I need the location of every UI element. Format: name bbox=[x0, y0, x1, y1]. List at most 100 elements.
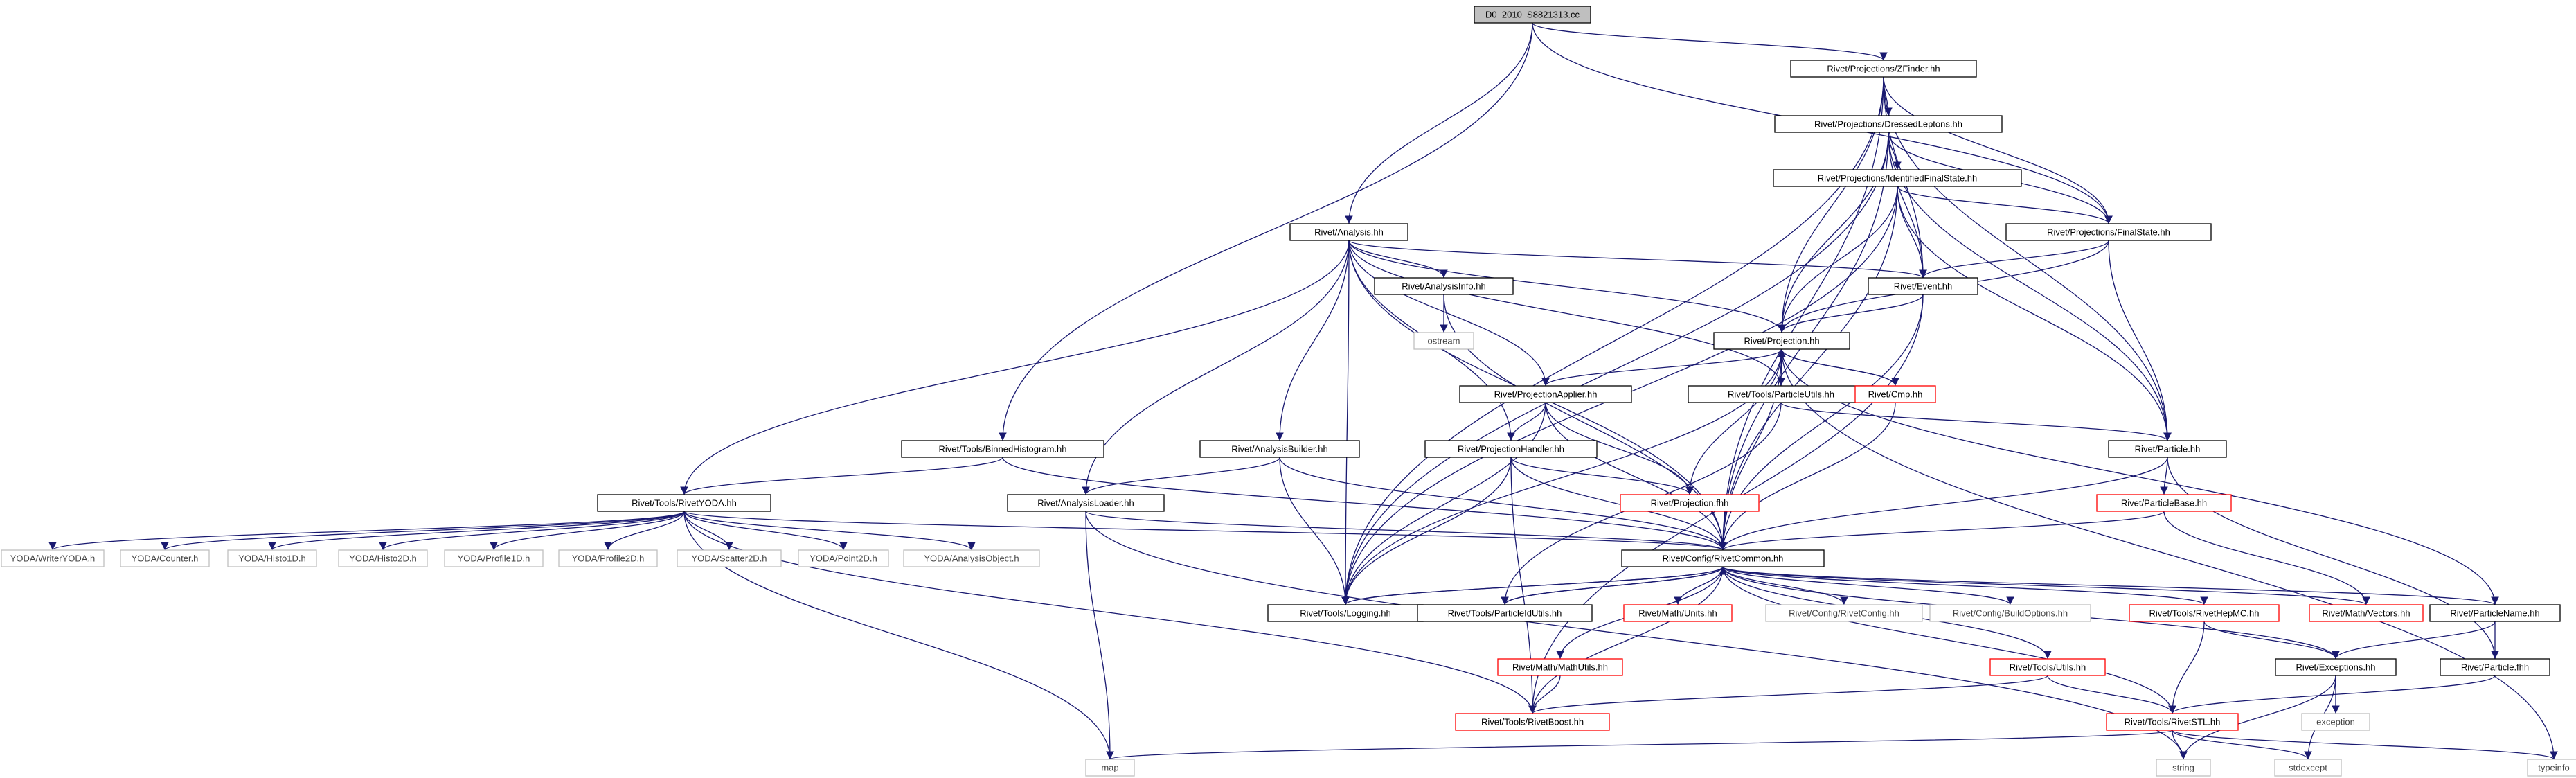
edge-analysis-to-projection bbox=[1348, 240, 1786, 333]
edge-root-to-analysis bbox=[1345, 22, 1533, 224]
edge-rivetyoda-to-rivetcommon bbox=[683, 511, 1727, 551]
node-box bbox=[1455, 713, 1610, 731]
edge-rivetyoda-to-yodahisto2d bbox=[379, 511, 685, 551]
edge-root-to-binnedhisto bbox=[999, 22, 1533, 441]
edge-analysisbuilder-to-rivetcommon bbox=[1279, 457, 1727, 551]
node-box bbox=[227, 549, 317, 567]
node-mathunits[interactable]: Rivet/Math/Units.hh bbox=[1623, 604, 1733, 622]
node-box bbox=[903, 549, 1040, 567]
node-binnedhisto[interactable]: Rivet/Tools/BinnedHistogram.hh bbox=[901, 440, 1104, 458]
node-particlefhh[interactable]: Rivet/Particle.fhh bbox=[2440, 658, 2550, 676]
node-analysis[interactable]: Rivet/Analysis.hh bbox=[1289, 223, 1408, 241]
node-box bbox=[1623, 604, 1733, 622]
edge-rivetcommon-to-mathunits bbox=[1674, 566, 1724, 605]
node-particle[interactable]: Rivet/Particle.hh bbox=[2108, 440, 2227, 458]
node-analysisloader[interactable]: Rivet/AnalysisLoader.hh bbox=[1007, 494, 1165, 512]
node-label: Rivet/Projections/FinalState.hh bbox=[2047, 227, 2170, 238]
node-exceptions[interactable]: Rivet/Exceptions.hh bbox=[2275, 658, 2397, 676]
node-mathutils[interactable]: Rivet/Math/MathUtils.hh bbox=[1497, 658, 1623, 676]
node-particleutils[interactable]: Rivet/Tools/ParticleUtils.hh bbox=[1688, 385, 1875, 403]
node-label: Rivet/Tools/ParticleUtils.hh bbox=[1728, 389, 1834, 400]
node-particlebase[interactable]: Rivet/ParticleBase.hh bbox=[2096, 494, 2232, 512]
node-label: YODA/Profile2D.h bbox=[572, 554, 645, 564]
edge-dressed-to-event bbox=[1888, 132, 1927, 279]
edge-projapplier-to-rivetcommon bbox=[1545, 402, 1727, 551]
node-mathvectors[interactable]: Rivet/Math/Vectors.hh bbox=[2309, 604, 2424, 622]
node-yodapoint2d: YODA/Point2D.h bbox=[798, 549, 889, 567]
node-label: Rivet/ParticleName.hh bbox=[2450, 608, 2539, 619]
node-label: Rivet/Tools/RivetHepMC.hh bbox=[2149, 608, 2260, 619]
node-rivetcommon[interactable]: Rivet/Config/RivetCommon.hh bbox=[1621, 549, 1825, 567]
node-box bbox=[1790, 60, 1977, 78]
node-projhandler[interactable]: Rivet/ProjectionHandler.hh bbox=[1424, 440, 1598, 458]
edge-rivetcommon-to-rivetconfig bbox=[1722, 566, 1848, 605]
node-box bbox=[1688, 385, 1875, 403]
node-box bbox=[901, 440, 1104, 458]
node-yodascatter2d: YODA/Scatter2D.h bbox=[677, 549, 782, 567]
node-rivethepmc[interactable]: Rivet/Tools/RivetHepMC.hh bbox=[2129, 604, 2280, 622]
node-zfinder[interactable]: Rivet/Projections/ZFinder.hh bbox=[1790, 60, 1977, 78]
node-label: YODA/Profile1D.h bbox=[458, 554, 530, 564]
node-box bbox=[2440, 658, 2550, 676]
node-event[interactable]: Rivet/Event.hh bbox=[1868, 277, 1978, 295]
edge-analysisbuilder-to-analysisloader bbox=[1082, 457, 1280, 495]
edge-rivetcommon-to-rivetboost bbox=[1528, 566, 1724, 714]
node-rivetconfig: Rivet/Config/RivetConfig.hh bbox=[1765, 604, 1923, 622]
node-particleidutils[interactable]: Rivet/Tools/ParticleIdUtils.hh bbox=[1417, 604, 1593, 622]
node-box bbox=[1773, 169, 2022, 187]
node-dressed[interactable]: Rivet/Projections/DressedLeptons.hh bbox=[1774, 115, 2003, 133]
node-projfhh[interactable]: Rivet/Projection.fhh bbox=[1620, 494, 1760, 512]
node-analysisinfo[interactable]: Rivet/AnalysisInfo.hh bbox=[1374, 277, 1514, 295]
edge-rivethepmc-to-exceptions bbox=[2203, 621, 2340, 660]
edge-dressed-to-logging bbox=[1341, 132, 1889, 605]
node-analysisbuilder[interactable]: Rivet/AnalysisBuilder.hh bbox=[1199, 440, 1360, 458]
node-projection[interactable]: Rivet/Projection.hh bbox=[1713, 332, 1850, 350]
node-cmp[interactable]: Rivet/Cmp.hh bbox=[1854, 385, 1936, 403]
node-finalstate[interactable]: Rivet/Projections/FinalState.hh bbox=[2005, 223, 2212, 241]
edge-rivetcommon-to-rivetstl bbox=[1722, 566, 2176, 714]
edge-particlebase-to-mathvectors bbox=[2163, 511, 2370, 605]
edge-particleidutils-to-rivetcommon bbox=[1504, 566, 1727, 605]
edge-analysisbuilder-to-logging bbox=[1279, 457, 1350, 605]
node-rivetyoda[interactable]: Rivet/Tools/RivetYODA.hh bbox=[597, 494, 771, 512]
node-box bbox=[677, 549, 782, 567]
node-box bbox=[338, 549, 428, 567]
node-rivetboost[interactable]: Rivet/Tools/RivetBoost.hh bbox=[1455, 713, 1610, 731]
node-label: Rivet/AnalysisInfo.hh bbox=[1402, 281, 1485, 292]
node-yodaanalysisobject: YODA/AnalysisObject.h bbox=[903, 549, 1040, 567]
edge-toolsutils-to-rivetstl bbox=[2047, 675, 2176, 714]
edge-rivetyoda-to-rivetboost bbox=[683, 511, 1537, 714]
edge-finalstate-to-event bbox=[1919, 240, 2109, 279]
node-projapplier[interactable]: Rivet/ProjectionApplier.hh bbox=[1459, 385, 1632, 403]
node-root[interactable]: D0_2010_S8821313.cc bbox=[1474, 6, 1591, 24]
node-label: Rivet/ProjectionHandler.hh bbox=[1458, 444, 1564, 454]
edge-particle-to-rivetcommon bbox=[1719, 457, 2168, 551]
node-ostream: ostream bbox=[1413, 332, 1474, 350]
node-box bbox=[1, 549, 105, 567]
node-particlename[interactable]: Rivet/ParticleName.hh bbox=[2429, 604, 2561, 622]
node-rivetstl[interactable]: Rivet/Tools/RivetSTL.hh bbox=[2106, 713, 2239, 731]
node-label: Rivet/Analysis.hh bbox=[1314, 227, 1384, 238]
edge-analysisloader-to-string bbox=[1085, 511, 2188, 760]
edge-analysisinfo-to-rivetcommon bbox=[1443, 294, 1727, 551]
edge-projhandler-to-projfhh bbox=[1510, 457, 1694, 495]
node-label: stdexcept bbox=[2289, 763, 2327, 773]
node-toolsutils[interactable]: Rivet/Tools/Utils.hh bbox=[1989, 658, 2106, 676]
node-idfs[interactable]: Rivet/Projections/IdentifiedFinalState.h… bbox=[1773, 169, 2022, 187]
node-label: Rivet/Tools/BinnedHistogram.hh bbox=[939, 444, 1067, 454]
node-label: Rivet/Projection.hh bbox=[1744, 336, 1819, 346]
node-label: map bbox=[1101, 763, 1118, 773]
node-logging[interactable]: Rivet/Tools/Logging.hh bbox=[1267, 604, 1424, 622]
edge-rivetstl-to-stdexcept bbox=[2172, 730, 2312, 760]
node-box bbox=[1085, 759, 1135, 777]
node-box bbox=[2108, 440, 2227, 458]
node-yodaprofile1d: YODA/Profile1D.h bbox=[444, 549, 544, 567]
node-box bbox=[1459, 385, 1632, 403]
node-yodahisto1d: YODA/Histo1D.h bbox=[227, 549, 317, 567]
node-label: YODA/Point2D.h bbox=[810, 554, 877, 564]
node-box bbox=[2275, 658, 2397, 676]
node-box bbox=[1620, 494, 1760, 512]
node-box bbox=[1424, 440, 1598, 458]
edge-zfinder-to-particle bbox=[1883, 76, 2172, 441]
node-box bbox=[1713, 332, 1850, 350]
